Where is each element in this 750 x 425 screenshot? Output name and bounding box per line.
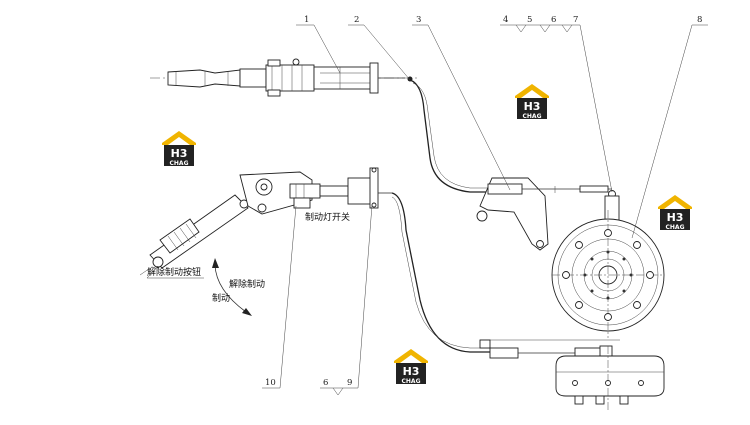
top-brake-lever-assembly [150, 58, 420, 97]
watermark-logo-text: H3 [171, 147, 188, 160]
part-number-1: 1 [304, 15, 309, 25]
watermark-logo-text: H3 [667, 211, 684, 224]
part-number-6: 6 [551, 15, 556, 25]
label-release-button: 解除制动按钮 [147, 266, 201, 278]
watermark-brand-text: CHAG [523, 113, 542, 120]
watermark-logo-text: H3 [524, 100, 541, 113]
part-number-3: 3 [416, 15, 421, 25]
watermark-brand-text: CHAG [666, 224, 685, 231]
part-number-labels: 1 2 3 4 5 6 7 8 10 6 9 [265, 15, 702, 388]
part-number-10: 10 [265, 378, 276, 388]
watermark-logo-4: H3 CHAG [394, 349, 428, 385]
watermark-logo-1: H3 CHAG [515, 84, 549, 120]
drum-bolt-holes [562, 229, 654, 321]
upper-brake-cable [409, 79, 492, 193]
watermark-logo-3: H3 CHAG [658, 195, 692, 231]
label-brake: 制动 [212, 292, 230, 304]
lower-brake-cable [391, 192, 490, 353]
watermark-brand-text: CHAG [170, 160, 189, 167]
brake-drum-front-view [551, 195, 665, 338]
part-number-7: 7 [573, 15, 578, 25]
label-release-brake: 解除制动 [229, 278, 265, 290]
left-brake-lever-assembly [139, 167, 392, 276]
watermark-brand-text: CHAG [402, 378, 421, 385]
part-number-6-lower: 6 [323, 378, 328, 388]
part-number-8: 8 [697, 15, 702, 25]
part-number-5: 5 [527, 15, 532, 25]
brake-drum-side-view [479, 339, 665, 410]
bell-crank-bracket [476, 177, 616, 251]
direction-arrows [212, 258, 252, 316]
annotations: 解除制动按钮 解除制动 制动 制动灯开关 [146, 211, 350, 304]
part-number-9: 9 [347, 378, 352, 388]
part-number-4: 4 [503, 15, 508, 25]
leader-lines [262, 24, 708, 396]
label-brake-light-switch: 制动灯开关 [305, 211, 350, 223]
watermark-logo-text: H3 [403, 365, 420, 378]
watermark-logo-2: H3 CHAG [162, 131, 196, 167]
part-number-2: 2 [354, 15, 359, 25]
